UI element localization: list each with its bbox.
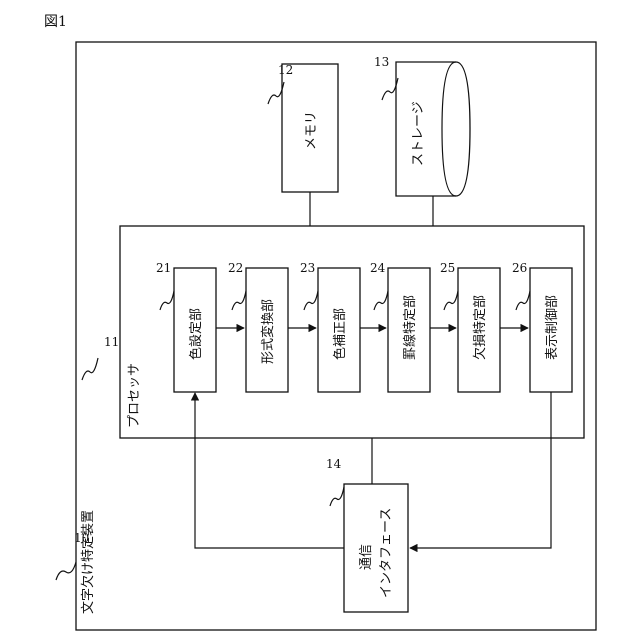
unit-label: 色設定部	[188, 308, 204, 360]
comm-label-line2: インタフェース	[379, 508, 394, 598]
unit-ref: 23	[300, 261, 315, 275]
unit-ref: 24	[370, 261, 386, 275]
device-ref-leader	[56, 562, 76, 580]
unit-label: 表示制御部	[545, 295, 560, 360]
storage-label: ストレージ	[411, 101, 426, 166]
unit-label: 色補正部	[332, 308, 348, 360]
unit-ref: 21	[156, 261, 171, 275]
unit-ref: 25	[440, 261, 455, 275]
storage-ref: 13	[374, 55, 389, 69]
processor-label: プロセッサ	[127, 363, 142, 428]
unit-label: 罫線特定部	[402, 295, 418, 360]
device-label: 文字欠け特定装置	[80, 510, 96, 614]
comm-label-line1: 通信	[359, 544, 374, 570]
comm-ref: 14	[326, 457, 342, 471]
storage-cylinder	[396, 62, 470, 196]
processor-ref: 11	[104, 335, 119, 349]
unit-ref: 26	[512, 261, 527, 275]
figure-label: 図1	[44, 14, 67, 30]
unit-ref: 22	[228, 261, 243, 275]
comm-interface-box	[344, 484, 408, 612]
unit-label: 形式変換部	[260, 299, 276, 364]
unit-label: 欠損特定部	[472, 295, 488, 360]
memory-label: メモリ	[304, 111, 319, 150]
memory-ref: 12	[278, 63, 293, 77]
device-ref: 10	[74, 531, 89, 545]
